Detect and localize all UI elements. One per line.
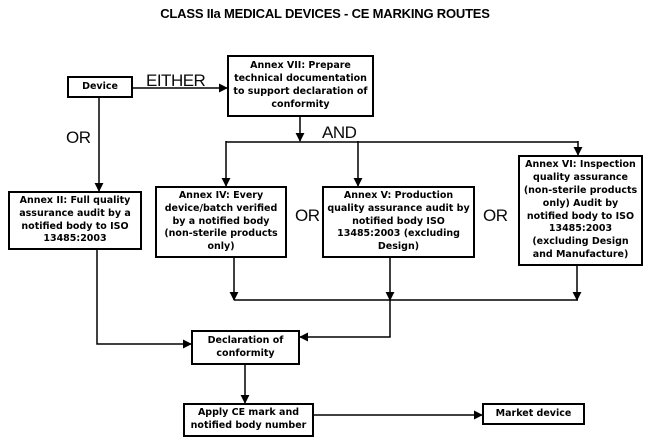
node-declaration: Declaration of conformity: [191, 330, 300, 365]
node-apply-ce: Apply CE mark and notified body number: [183, 403, 314, 437]
node-annex-v-label: Annex V: Production quality assurance au…: [327, 190, 470, 253]
node-annex-ii: Annex II: Full quality assurance audit b…: [8, 191, 142, 250]
edge-label-and: AND: [322, 123, 357, 142]
node-declaration-label: Declaration of conformity: [207, 334, 284, 359]
edge-label-or-right: OR: [483, 206, 508, 225]
node-annex-vii: Annex VII: Prepare technical documentati…: [227, 55, 374, 117]
node-annex-vi: Annex VI: Inspection quality assurance (…: [518, 155, 643, 266]
arrow-collector-to-declaration: [299, 300, 391, 342]
node-apply-ce-label: Apply CE mark and notified body number: [190, 407, 307, 431]
edge-label-or-mid: OR: [295, 206, 320, 225]
edge-label-either: EITHER: [146, 71, 206, 90]
node-device: Device: [67, 76, 133, 98]
node-annex-v: Annex V: Production quality assurance au…: [322, 186, 475, 258]
arrow-annex2-to-declaration: [96, 250, 192, 349]
node-annex-vi-label: Annex VI: Inspection quality assurance (…: [523, 159, 638, 260]
node-annex-iv-label: Annex IV: Every device/batch verified by…: [164, 190, 278, 253]
diagram-title: CLASS IIa MEDICAL DEVICES - CE MARKING R…: [160, 6, 490, 21]
node-market-device: Market device: [482, 403, 585, 425]
edge-label-or-left: OR: [66, 128, 91, 147]
node-device-label: Device: [82, 80, 118, 92]
node-annex-ii-label: Annex II: Full quality assurance audit b…: [19, 194, 131, 245]
node-annex-iv: Annex IV: Every device/batch verified by…: [155, 186, 287, 258]
node-annex-vii-label: Annex VII: Prepare technical documentati…: [233, 60, 368, 110]
node-market-device-label: Market device: [495, 407, 572, 419]
